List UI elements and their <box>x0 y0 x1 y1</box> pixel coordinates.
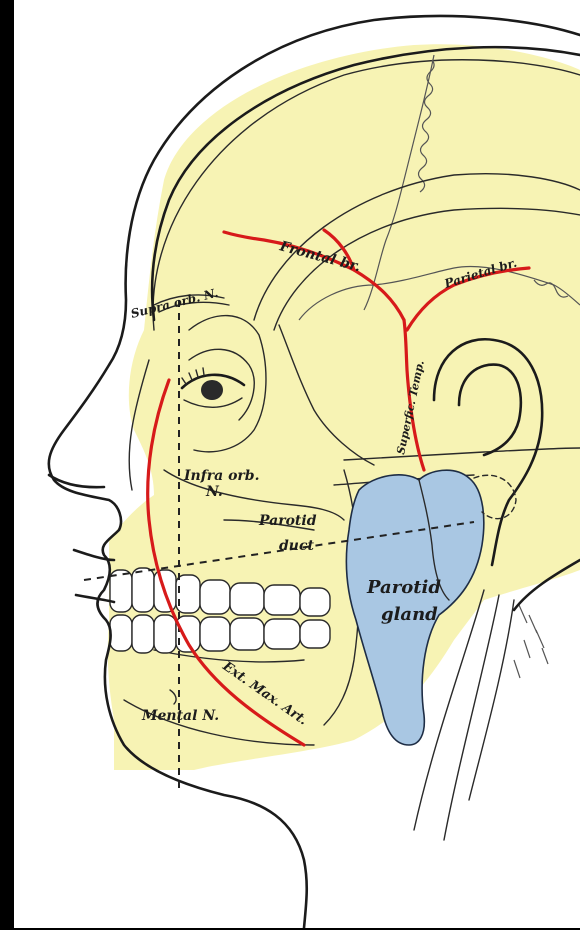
neck-hatching <box>514 605 548 678</box>
label-mental-nerve: Mental N. <box>141 708 219 724</box>
label-parotid-gland-2: gland <box>381 604 438 625</box>
label-parotid-gland-1: Parotid <box>366 577 441 598</box>
head-anatomy-diagram: Supra orb. N. Frontal br. Parietal br. S… <box>14 0 580 928</box>
iris <box>201 380 223 400</box>
label-infra-orb-2: N. <box>205 484 223 500</box>
label-parotid-duct-1: Parotid <box>258 513 317 529</box>
label-parotid-duct-2: duct <box>279 538 314 554</box>
label-infra-orb-1: Infra orb. <box>183 468 259 484</box>
illustration-frame: Supra orb. N. Frontal br. Parietal br. S… <box>14 0 580 928</box>
nostril <box>49 475 104 487</box>
